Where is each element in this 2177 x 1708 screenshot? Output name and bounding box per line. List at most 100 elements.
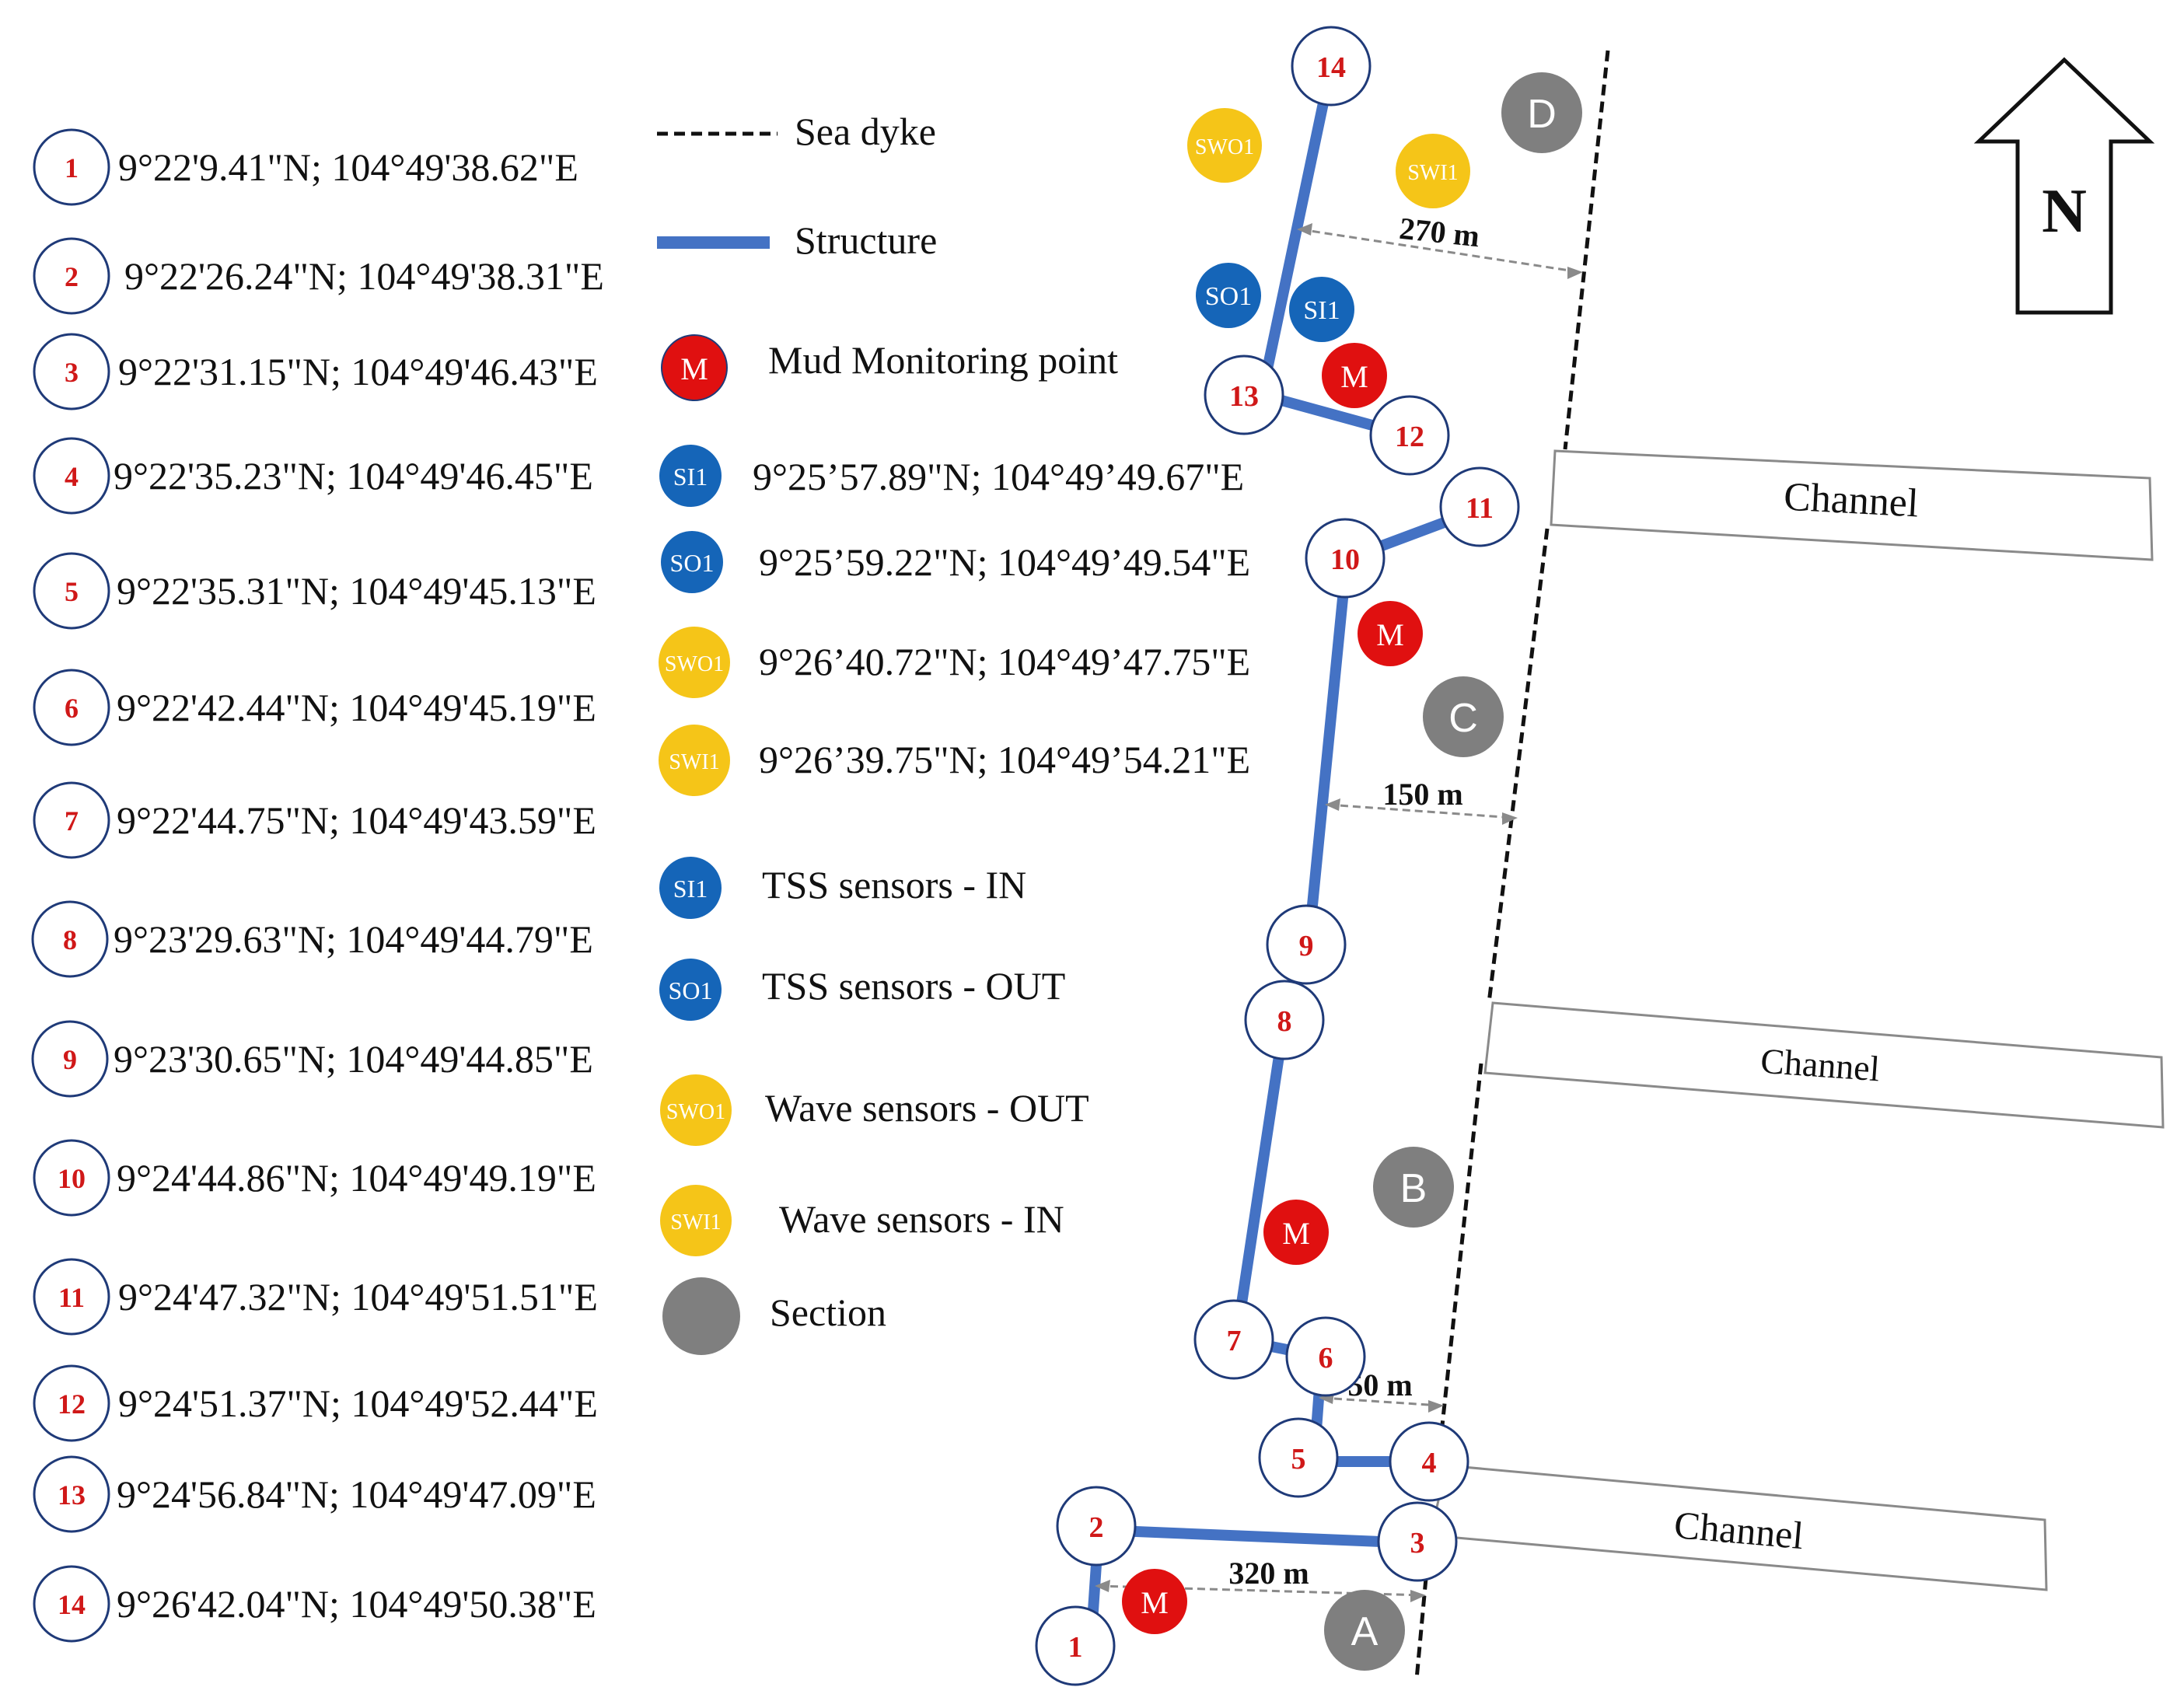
point-number: 13 xyxy=(58,1479,86,1511)
point-coordinate-list: 1 9°22'9.41"N; 104°49'38.62"E 2 9°22'26.… xyxy=(31,128,604,1643)
section-marker xyxy=(1324,1590,1405,1671)
arrow-head xyxy=(1502,812,1518,825)
map-point xyxy=(1193,1299,1274,1380)
map-area: Channel Channel Channel xyxy=(1035,26,2165,1686)
section-legend-icon xyxy=(662,1277,740,1355)
mud-point-legend-icon xyxy=(661,334,728,401)
wave-in-sensor-icon xyxy=(1396,134,1470,208)
arrow-head xyxy=(1410,1590,1426,1602)
point-row: 4 9°22'35.23"N; 104°49'46.45"E xyxy=(33,437,593,515)
point-number: 6 xyxy=(65,693,79,724)
structure xyxy=(1085,61,1485,1650)
sensor-coordinate: 9°25’57.89"N; 104°49’49.67"E xyxy=(753,455,1244,498)
wave-out-legend-label: Wave sensors - OUT xyxy=(765,1086,1089,1130)
map-point-number: 13 xyxy=(1229,380,1259,413)
point-marker xyxy=(33,781,110,859)
point-row: 10 9°24'44.86"N; 104°49'49.19"E xyxy=(33,1139,596,1217)
mud-point-symbol: M xyxy=(1376,617,1404,652)
map-point-number: 4 xyxy=(1422,1447,1437,1479)
map-point-number: 3 xyxy=(1410,1527,1425,1560)
map-point-number: 12 xyxy=(1395,421,1424,453)
map-point xyxy=(1377,1501,1458,1582)
distance-arrow xyxy=(1327,803,1515,819)
channel-label: Channel xyxy=(1783,475,1920,526)
sensor-symbol: SWO1 xyxy=(665,652,724,676)
point-number: 11 xyxy=(58,1282,85,1313)
map-point-number: 5 xyxy=(1291,1443,1306,1476)
point-coordinate: 9°22'9.41"N; 104°49'38.62"E xyxy=(118,145,578,189)
wave-in-sensor-icon xyxy=(659,725,730,796)
tss-out-legend-label: TSS sensors - OUT xyxy=(762,964,1065,1008)
point-marker xyxy=(31,900,109,978)
point-marker xyxy=(33,128,110,206)
map-point xyxy=(1266,904,1347,985)
map-point xyxy=(1369,395,1450,476)
point-marker xyxy=(33,552,110,630)
arrow-head xyxy=(1325,798,1340,811)
wave-out-sensor-icon xyxy=(659,627,730,698)
arrow-head xyxy=(1428,1400,1444,1413)
point-coordinate: 9°23'30.65"N; 104°49'44.85"E xyxy=(114,1037,593,1081)
map-point xyxy=(1056,1486,1137,1567)
section-label: D xyxy=(1527,92,1557,137)
channel: Channel xyxy=(1429,1464,2048,1591)
map-point xyxy=(1035,1605,1116,1686)
map-point xyxy=(1291,26,1372,107)
channel-shape xyxy=(1483,1001,2165,1129)
sensor-symbol: SO1 xyxy=(1205,282,1252,311)
point-number: 10 xyxy=(58,1163,86,1194)
point-row: 7 9°22'44.75"N; 104°49'43.59"E xyxy=(33,781,596,859)
map-point-number: 6 xyxy=(1319,1342,1333,1374)
point-row: 13 9°24'56.84"N; 104°49'47.09"E xyxy=(33,1455,596,1533)
point-row: 5 9°22'35.31"N; 104°49'45.13"E xyxy=(33,552,596,630)
wave-out-sensor-icon xyxy=(1187,108,1262,183)
mud-points: M M M M xyxy=(1122,343,1423,1634)
sensor-symbol: SO1 xyxy=(670,549,715,577)
sensor-coordinate: 9°26’39.75"N; 104°49’54.21"E xyxy=(759,738,1250,781)
tss-in-legend-label: TSS sensors - IN xyxy=(762,863,1026,906)
map-point-number: 9 xyxy=(1299,930,1314,962)
map-point-number: 11 xyxy=(1466,492,1494,525)
map-point-number: 2 xyxy=(1089,1511,1104,1544)
point-marker xyxy=(31,1020,109,1098)
map-point xyxy=(1244,980,1325,1060)
distance-label: 150 m xyxy=(1382,777,1462,812)
legend: Sea dyke Structure M Mud Monitoring poin… xyxy=(657,110,1250,1355)
north-arrow-icon xyxy=(1973,57,2155,315)
sensor-symbol: SI1 xyxy=(673,463,708,491)
point-row: 9 9°23'30.65"N; 104°49'44.85"E xyxy=(31,1020,593,1098)
point-marker xyxy=(33,333,110,410)
map-sensors: SWO1 SWI1 SO1 SI1 xyxy=(1187,108,1470,342)
distance-arrow xyxy=(1299,228,1581,274)
section-label: C xyxy=(1448,696,1478,741)
point-number: 8 xyxy=(63,924,77,955)
point-row: 2 9°22'26.24"N; 104°49'38.31"E xyxy=(33,237,604,315)
distance-label: 320 m xyxy=(1228,1556,1309,1591)
section-label: A xyxy=(1351,1609,1379,1654)
sea-dyke-segment xyxy=(1436,1063,1483,1462)
tss-in-sensor-icon xyxy=(1289,277,1354,342)
tss-out-sensor-icon xyxy=(661,531,723,593)
wave-out-legend-symbol: SWO1 xyxy=(666,1100,725,1124)
map-point-number: 1 xyxy=(1068,1631,1083,1664)
map-point-number: 10 xyxy=(1330,543,1360,576)
mud-point xyxy=(1358,601,1423,666)
point-coordinate: 9°24'51.37"N; 104°49'52.44"E xyxy=(118,1381,598,1425)
map-point-number: 14 xyxy=(1316,51,1346,84)
sensor-symbol: SI1 xyxy=(1303,296,1340,325)
mud-point xyxy=(1322,343,1387,408)
section-label: B xyxy=(1400,1166,1427,1211)
point-number: 7 xyxy=(65,805,79,837)
mud-point xyxy=(1122,1569,1187,1634)
point-number: 5 xyxy=(65,576,79,607)
point-row: 6 9°22'42.44"N; 104°49'45.19"E xyxy=(33,669,596,746)
point-row: 14 9°26'42.04"N; 104°49'50.38"E xyxy=(33,1565,596,1643)
sensor-coordinate: 9°25’59.22"N; 104°49’49.54"E xyxy=(759,540,1250,584)
point-marker xyxy=(33,237,110,315)
map-point xyxy=(1389,1421,1469,1502)
sea-dyke-legend-label: Sea dyke xyxy=(795,110,936,153)
map-point xyxy=(1439,466,1520,547)
sections: D C B A xyxy=(1324,72,1582,1671)
tss-out-legend-symbol: SO1 xyxy=(669,976,713,1004)
tss-in-sensor-icon xyxy=(659,445,722,507)
